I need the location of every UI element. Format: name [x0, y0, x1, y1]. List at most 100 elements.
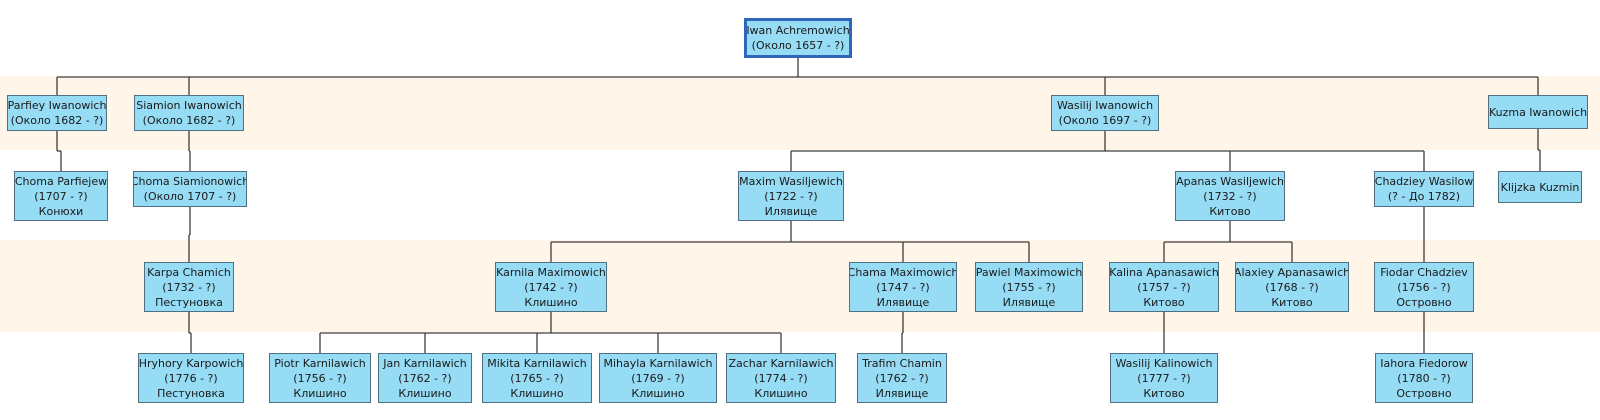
- person-place: Клишино: [524, 295, 578, 309]
- person-place: Илявище: [875, 386, 929, 400]
- person-node-apanas-wasiljewich[interactable]: Apanas Wasiljewich (1732 - ?) Китово: [1175, 171, 1285, 221]
- person-node-kalina-apanasawich[interactable]: Kalina Apanasawich (1757 - ?) Китово: [1109, 262, 1219, 312]
- person-node-chama-maximowich[interactable]: Chama Maximowich (1747 - ?) Илявище: [849, 262, 957, 312]
- person-place: Клишино: [293, 386, 347, 400]
- person-name: Zachar Karnilawich: [728, 356, 834, 370]
- person-dates: (Около 1682 - ?): [142, 114, 236, 127]
- person-place: Островно: [1396, 295, 1452, 309]
- person-name: Fiodar Chadziev: [1380, 265, 1468, 279]
- person-dates: (Около 1697 - ?): [1058, 114, 1152, 127]
- person-dates: (1762 - ?): [398, 371, 452, 385]
- person-dates: (1774 - ?): [754, 371, 808, 385]
- person-dates: (Около 1657 - ?): [751, 39, 845, 52]
- person-name: Apanas Wasiljewich: [1176, 174, 1284, 188]
- person-name: Iahora Fiedorow: [1380, 356, 1468, 370]
- person-dates: (1722 - ?): [764, 189, 818, 203]
- person-name: Wasilij Kalinowich: [1115, 356, 1213, 370]
- person-name: Piotr Karnilawich: [274, 356, 366, 370]
- person-name: Klijzka Kuzmin: [1500, 180, 1580, 194]
- person-name: Alaxiey Apanasawich: [1235, 265, 1349, 279]
- person-name: Parfiey Iwanowich: [7, 99, 107, 112]
- person-name: Wasilij Iwanowich: [1056, 99, 1154, 112]
- person-node-kuzma-iwanowich[interactable]: Kuzma Iwanowich: [1488, 95, 1588, 129]
- person-node-fiodar-chadziev[interactable]: Fiodar Chadziev (1756 - ?) Островно: [1374, 262, 1474, 312]
- person-name: Kalina Apanasawich: [1109, 265, 1219, 279]
- person-dates: (1742 - ?): [524, 280, 578, 294]
- person-dates: (1732 - ?): [162, 280, 216, 294]
- person-place: Илявище: [764, 204, 818, 218]
- person-name: Iwan Achremowich: [746, 24, 850, 37]
- person-name: Hryhory Karpowich: [138, 356, 244, 370]
- person-name: Choma Siamionowich: [133, 175, 247, 188]
- person-node-piotr-karnilawich[interactable]: Piotr Karnilawich (1756 - ?) Клишино: [269, 353, 371, 403]
- person-place: Илявище: [1002, 295, 1056, 309]
- person-name: Jan Karnilawich: [383, 356, 467, 370]
- person-node-choma-parfiejew[interactable]: Choma Parfiejew (1707 - ?) Конюхи: [14, 171, 108, 221]
- person-place: Островно: [1396, 386, 1452, 400]
- person-dates: (1769 - ?): [631, 371, 685, 385]
- person-node-mikita-karnilawich[interactable]: Mikita Karnilawich (1765 - ?) Клишино: [482, 353, 592, 403]
- person-dates: (1747 - ?): [876, 280, 930, 294]
- person-node-hryhory-karpowich[interactable]: Hryhory Karpowich (1776 - ?) Пестуновка: [138, 353, 244, 403]
- person-dates: (1707 - ?): [34, 189, 88, 203]
- person-name: Chama Maximowich: [849, 265, 957, 279]
- person-name: Siamion Iwanowich: [136, 99, 242, 112]
- person-node-siamion-iwanowich[interactable]: Siamion Iwanowich (Около 1682 - ?): [134, 95, 244, 131]
- person-node-maxim-wasiljewich[interactable]: Maxim Wasiljewich (1722 - ?) Илявище: [738, 171, 844, 221]
- person-node-iahora-fiedorow[interactable]: Iahora Fiedorow (1780 - ?) Островно: [1375, 353, 1473, 403]
- person-name: Pawiel Maximowich: [975, 265, 1083, 279]
- person-name: Choma Parfiejew: [14, 174, 108, 188]
- person-place: Китово: [1271, 295, 1313, 309]
- person-dates: (1780 - ?): [1397, 371, 1451, 385]
- person-node-iwan-achremowich[interactable]: Iwan Achremowich (Около 1657 - ?): [744, 18, 852, 58]
- person-node-wasilij-iwanowich[interactable]: Wasilij Iwanowich (Около 1697 - ?): [1051, 95, 1159, 131]
- person-place: Илявище: [876, 295, 930, 309]
- person-place: Пестуновка: [157, 386, 225, 400]
- person-place: Конюхи: [38, 204, 84, 218]
- person-dates: (1777 - ?): [1137, 371, 1191, 385]
- generation-band-2: [0, 76, 1600, 150]
- generation-band-4: [0, 240, 1600, 332]
- person-node-mihayla-karnilawich[interactable]: Mihayla Karnilawich (1769 - ?) Клишино: [599, 353, 717, 403]
- person-place: Китово: [1143, 295, 1185, 309]
- person-dates: (Около 1707 - ?): [143, 190, 237, 203]
- person-node-pawiel-maximowich[interactable]: Pawiel Maximowich (1755 - ?) Илявище: [975, 262, 1083, 312]
- person-name: Trafim Chamin: [862, 356, 942, 370]
- person-name: Karnila Maximowich: [496, 265, 606, 279]
- person-node-chadziey-wasilow[interactable]: Chadziey Wasilow (? - До 1782): [1374, 171, 1474, 207]
- person-node-trafim-chamin[interactable]: Trafim Chamin (1762 - ?) Илявище: [857, 353, 947, 403]
- person-name: Mikita Karnilawich: [487, 356, 587, 370]
- person-dates: (1776 - ?): [164, 371, 218, 385]
- person-place: Клишино: [631, 386, 685, 400]
- person-place: Китово: [1143, 386, 1185, 400]
- person-node-parfiey-iwanowich[interactable]: Parfiey Iwanowich (Около 1682 - ?): [7, 95, 107, 131]
- person-place: Клишино: [510, 386, 564, 400]
- person-node-karpa-chamich[interactable]: Karpa Chamich (1732 - ?) Пестуновка: [144, 262, 234, 312]
- person-node-alaxiey-apanasawich[interactable]: Alaxiey Apanasawich (1768 - ?) Китово: [1235, 262, 1349, 312]
- person-node-wasilij-kalinowich[interactable]: Wasilij Kalinowich (1777 - ?) Китово: [1110, 353, 1218, 403]
- person-place: Пестуновка: [155, 295, 223, 309]
- person-place: Китово: [1209, 204, 1251, 218]
- person-name: Mihayla Karnilawich: [603, 356, 713, 370]
- person-node-klijzka-kuzmin[interactable]: Klijzka Kuzmin: [1498, 171, 1582, 203]
- person-name: Chadziey Wasilow: [1374, 175, 1474, 188]
- person-node-zachar-karnilawich[interactable]: Zachar Karnilawich (1774 - ?) Клишино: [726, 353, 836, 403]
- person-node-choma-siamionowich[interactable]: Choma Siamionowich (Около 1707 - ?): [133, 171, 247, 207]
- person-dates: (Около 1682 - ?): [10, 114, 104, 127]
- person-dates: (1762 - ?): [875, 371, 929, 385]
- person-place: Клишино: [754, 386, 808, 400]
- person-dates: (1732 - ?): [1203, 189, 1257, 203]
- person-name: Karpa Chamich: [147, 265, 231, 279]
- person-place: Клишино: [398, 386, 452, 400]
- person-node-karnila-maximowich[interactable]: Karnila Maximowich (1742 - ?) Клишино: [495, 262, 607, 312]
- person-dates: (1756 - ?): [1397, 280, 1451, 294]
- person-dates: (1755 - ?): [1002, 280, 1056, 294]
- person-dates: (1756 - ?): [293, 371, 347, 385]
- person-dates: (1768 - ?): [1265, 280, 1319, 294]
- person-dates: (? - До 1782): [1387, 190, 1461, 203]
- person-dates: (1757 - ?): [1137, 280, 1191, 294]
- person-dates: (1765 - ?): [510, 371, 564, 385]
- person-name: Maxim Wasiljewich: [739, 174, 843, 188]
- person-node-jan-karnilawich[interactable]: Jan Karnilawich (1762 - ?) Клишино: [378, 353, 472, 403]
- person-name: Kuzma Iwanowich: [1488, 105, 1588, 119]
